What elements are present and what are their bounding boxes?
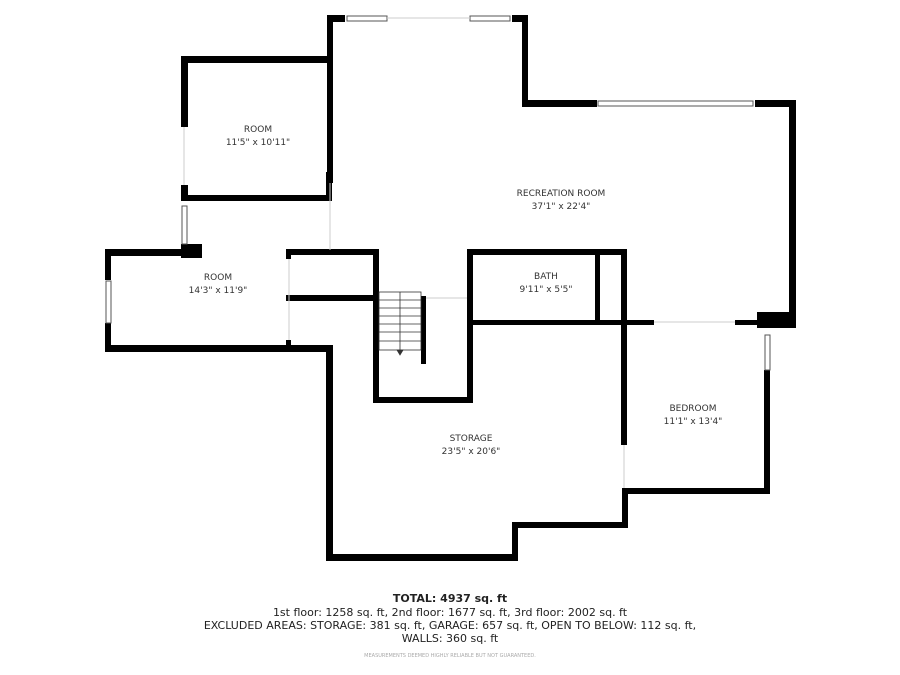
room-name: ROOM: [243, 125, 273, 135]
room-dims: 14'3" x 11'9": [188, 286, 248, 296]
room-name: BEDROOM: [669, 404, 717, 414]
total-area: TOTAL: 4937 sq. ft: [392, 592, 508, 605]
floor-areas: 1st floor: 1258 sq. ft, 2nd floor: 1677 …: [272, 606, 628, 619]
room-dims: 9'11" x 5'5": [519, 285, 573, 295]
bedroom-label: BEDROOM 11'1" x 13'4": [664, 403, 723, 429]
windows: [105, 15, 771, 371]
disclaimer: MEASUREMENTS DEEMED HIGHLY RELIABLE BUT …: [364, 653, 536, 659]
storage-label: STORAGE 23'5" x 20'6": [442, 433, 501, 459]
room-name: ROOM: [203, 273, 233, 283]
room-dims: 11'1" x 13'4": [663, 417, 723, 427]
walls: [105, 15, 796, 561]
excluded-areas: EXCLUDED AREAS: STORAGE: 381 sq. ft, GAR…: [203, 619, 697, 632]
room-label: ROOM 14'3" x 11'9": [189, 272, 248, 298]
recreation-room-label: RECREATION ROOM 37'1" x 22'4": [517, 188, 606, 214]
room-dims: 11'5" x 10'11": [225, 138, 291, 148]
walls-area: WALLS: 360 sq. ft: [401, 632, 499, 645]
bath-label: BATH 9'11" x 5'5": [520, 271, 573, 297]
room-name: STORAGE: [449, 434, 493, 444]
stairs: [378, 291, 422, 356]
room-name: BATH: [534, 272, 558, 282]
room-name: RECREATION ROOM: [516, 189, 606, 199]
openings: [183, 17, 735, 488]
room-label: ROOM 11'5" x 10'11": [226, 124, 290, 150]
room-dims: 23'5" x 20'6": [441, 447, 501, 457]
room-dims: 37'1" x 22'4": [531, 202, 591, 212]
